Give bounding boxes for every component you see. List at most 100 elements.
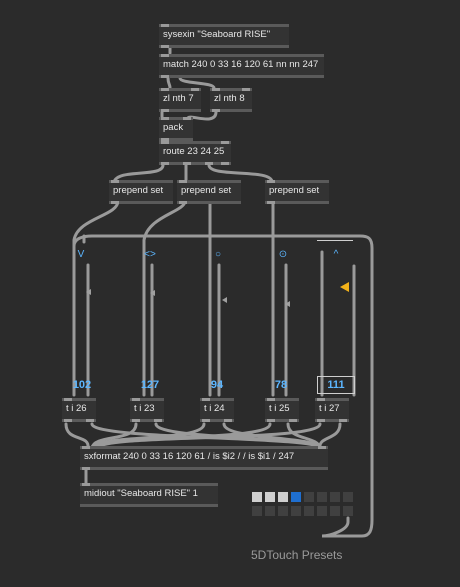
preset-slot[interactable]	[343, 492, 353, 502]
sysexin-object[interactable]: sysexin "Seaboard RISE"	[159, 24, 289, 48]
preset-slot[interactable]	[265, 506, 275, 516]
tab-caret[interactable]: ^	[333, 249, 339, 260]
presets-label: 5DTouch Presets	[251, 548, 343, 562]
preset-slot[interactable]	[291, 506, 301, 516]
inlet[interactable]	[161, 88, 169, 91]
prepend-set-object-1[interactable]: prepend set	[109, 180, 173, 204]
inlet[interactable]	[318, 446, 326, 449]
inlet[interactable]	[202, 398, 210, 401]
outlet[interactable]	[267, 419, 275, 422]
patchcord	[222, 422, 322, 450]
trigger-object-26[interactable]: t i 26	[62, 398, 96, 422]
inlet[interactable]	[64, 398, 72, 401]
prepend-set-object-2[interactable]: prepend set	[177, 180, 241, 204]
inlet[interactable]	[183, 117, 191, 120]
inlet[interactable]	[161, 54, 169, 57]
outlet[interactable]	[161, 75, 169, 78]
outlet[interactable]	[161, 109, 169, 112]
match-object[interactable]: match 240 0 33 16 120 61 nn nn 247	[159, 54, 324, 78]
preset-slot[interactable]	[278, 506, 288, 516]
zl-nth-8-object[interactable]: zl nth 8	[210, 88, 252, 112]
slider-thumb[interactable]	[285, 301, 290, 308]
slider-thumb-active[interactable]	[340, 282, 349, 293]
outlet[interactable]	[289, 419, 297, 422]
inlet[interactable]	[82, 446, 90, 449]
zl-nth-7-object[interactable]: zl nth 7	[159, 88, 201, 112]
outlet[interactable]	[161, 138, 169, 141]
preset-slot[interactable]	[330, 492, 340, 502]
inlet[interactable]	[267, 398, 275, 401]
patchcord	[96, 422, 322, 450]
outlet[interactable]	[267, 201, 275, 204]
selection-bracket	[317, 376, 355, 394]
outlet[interactable]	[64, 419, 72, 422]
inlet[interactable]	[132, 398, 140, 401]
outlet[interactable]	[212, 109, 220, 112]
outlet[interactable]	[317, 419, 325, 422]
inlet[interactable]	[82, 483, 90, 486]
object-label: zl nth 8	[214, 93, 245, 104]
outlet[interactable]	[161, 45, 169, 48]
preset-slot[interactable]	[304, 506, 314, 516]
outlet[interactable]	[339, 419, 347, 422]
prepend-set-object-3[interactable]: prepend set	[265, 180, 329, 204]
preset-slot[interactable]	[252, 492, 262, 502]
inlet[interactable]	[179, 180, 187, 183]
preset-slot[interactable]	[317, 492, 327, 502]
outlet[interactable]	[205, 162, 213, 165]
trigger-object-23[interactable]: t i 23	[130, 398, 164, 422]
outlet[interactable]	[132, 419, 140, 422]
patch-cords	[64, 43, 374, 538]
tab-circle-dot[interactable]: ⊙	[278, 249, 288, 260]
inlet[interactable]	[111, 180, 119, 183]
preset-slot[interactable]	[278, 492, 288, 502]
midiout-object[interactable]: midiout "Seaboard RISE" 1	[80, 483, 218, 507]
preset-slot[interactable]	[265, 492, 275, 502]
outlet[interactable]	[183, 162, 191, 165]
inlet[interactable]	[161, 117, 169, 120]
slider-thumb[interactable]	[150, 290, 155, 297]
object-label: t i 26	[66, 403, 87, 414]
outlet[interactable]	[154, 419, 162, 422]
object-label: midiout "Seaboard RISE" 1	[84, 488, 198, 499]
inlet[interactable]	[161, 24, 169, 27]
outlet[interactable]	[82, 467, 90, 470]
outlet[interactable]	[202, 419, 210, 422]
preset-slot[interactable]	[330, 506, 340, 516]
inlet[interactable]	[317, 398, 325, 401]
preset-slot[interactable]	[291, 492, 301, 502]
outlet[interactable]	[161, 162, 169, 165]
number-box[interactable]: 94	[210, 379, 224, 391]
slider-thumb[interactable]	[222, 296, 227, 303]
number-box[interactable]: 102	[72, 379, 92, 391]
number-box[interactable]: 78	[274, 379, 288, 391]
outlet[interactable]	[86, 419, 94, 422]
preset-slot[interactable]	[317, 506, 327, 516]
inlet[interactable]	[221, 141, 229, 144]
preset-slot[interactable]	[252, 506, 262, 516]
outlet[interactable]	[111, 201, 119, 204]
slider-thumb[interactable]	[86, 289, 91, 296]
object-label: pack	[163, 122, 184, 133]
tab-diamond[interactable]: <>	[144, 249, 156, 260]
outlet[interactable]	[221, 162, 229, 165]
trigger-object-24[interactable]: t i 24	[200, 398, 234, 422]
preset-slot[interactable]	[343, 506, 353, 516]
trigger-object-27[interactable]: t i 27	[315, 398, 349, 422]
inlet[interactable]	[191, 88, 199, 91]
preset-slot[interactable]	[304, 492, 314, 502]
outlet[interactable]	[224, 419, 232, 422]
number-box[interactable]: 127	[140, 379, 160, 391]
pack-object[interactable]: pack	[159, 117, 193, 141]
inlet[interactable]	[212, 88, 220, 91]
inlet[interactable]	[161, 141, 169, 144]
tab-v[interactable]: V	[77, 249, 85, 260]
inlet[interactable]	[267, 180, 275, 183]
sxformat-object[interactable]: sxformat 240 0 33 16 120 61 / is $i2 / /…	[80, 446, 328, 470]
route-object[interactable]: route 23 24 25	[159, 141, 231, 165]
tab-circle[interactable]: ○	[214, 249, 222, 260]
inlet[interactable]	[242, 88, 250, 91]
number-box[interactable]: 111	[327, 379, 345, 391]
trigger-object-25[interactable]: t i 25	[265, 398, 299, 422]
outlet[interactable]	[179, 201, 187, 204]
